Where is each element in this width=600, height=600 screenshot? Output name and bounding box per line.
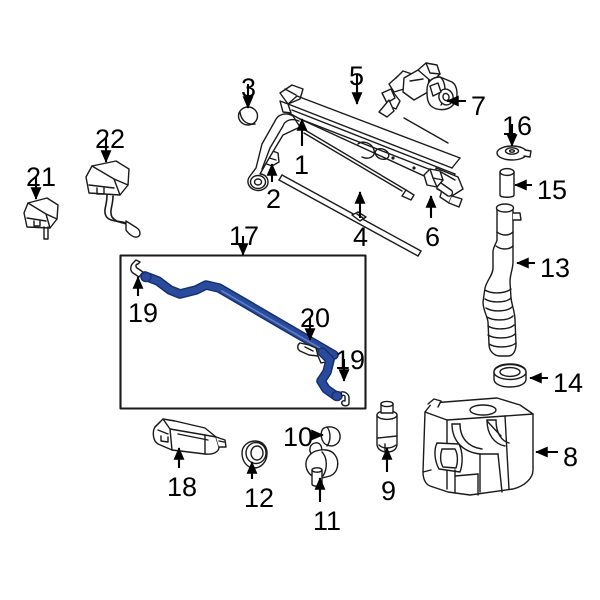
part-11-washer-level-sensor <box>305 442 339 487</box>
callout-number-cowl-cover-bracket: 18 <box>167 472 198 502</box>
part-14-filler-neck-seal <box>493 363 527 388</box>
part-4-wiper-blade <box>278 174 422 257</box>
parts-artwork <box>23 62 534 496</box>
callout-number-washer-pump: 9 <box>381 476 397 506</box>
part-1-wiper-arm <box>247 113 415 201</box>
callout-number-wiper-linkage-transmission: 5 <box>349 61 365 91</box>
callout-number-washer-nozzle: 21 <box>26 162 57 192</box>
part-10-pump-grommet <box>320 426 341 447</box>
callout-number-washer-filler-neck: 13 <box>540 253 571 283</box>
callout-number-reservoir-seal: 12 <box>244 483 275 513</box>
hose-connector-right <box>340 391 350 407</box>
part-18-cowl-cover-bracket <box>152 418 227 455</box>
callout-number-washer-hose-tee: 20 <box>300 303 331 333</box>
callout-number-filler-neck-seal: 14 <box>553 368 584 398</box>
part-17-washer-hose-assembly <box>130 259 350 407</box>
callout-number-linkage-bushing: 6 <box>425 222 441 252</box>
part-12-reservoir-seal <box>241 440 268 469</box>
callout-number-filler-neck-tube: 15 <box>537 175 568 205</box>
callout-number-washer-fluid-reservoir: 8 <box>563 442 579 472</box>
part-16-washer-filler-cap <box>496 145 532 161</box>
part-21-washer-nozzle <box>23 197 59 240</box>
part-8-washer-fluid-reservoir <box>422 397 534 496</box>
part-7-wiper-motor <box>378 62 458 118</box>
callout-number-wiper-motor: 7 <box>471 91 487 121</box>
callout-number-washer-hose-connector-left: 19 <box>128 298 159 328</box>
callout-number-wiper-arm: 1 <box>294 150 310 180</box>
callout-arrows <box>30 75 558 502</box>
part-15-filler-neck-tube <box>499 167 515 198</box>
part-6-linkage-bushing <box>423 168 454 197</box>
callout-number-wiper-arm-nut-cover: 2 <box>266 184 282 214</box>
part-13-washer-filler-neck <box>482 203 522 357</box>
hose-connector-left <box>130 259 144 278</box>
callout-number-wiper-arm-cap: 3 <box>241 73 257 103</box>
callout-number-wiper-blade: 4 <box>353 222 369 252</box>
callout-number-washer-level-sensor: 11 <box>313 506 342 536</box>
callout-number-washer-hose-assembly: 17 <box>229 221 260 251</box>
callout-number-washer-hose-connector-right: 19 <box>335 345 366 375</box>
callout-number-pump-grommet: 10 <box>283 422 314 452</box>
callout-number-heated-washer-nozzle: 22 <box>95 124 126 154</box>
part-22-heated-washer-nozzle <box>85 160 141 238</box>
part-9-washer-pump <box>376 400 398 453</box>
part-3-wiper-arm-cap <box>237 106 259 126</box>
callout-number-washer-filler-cap: 16 <box>502 111 533 141</box>
